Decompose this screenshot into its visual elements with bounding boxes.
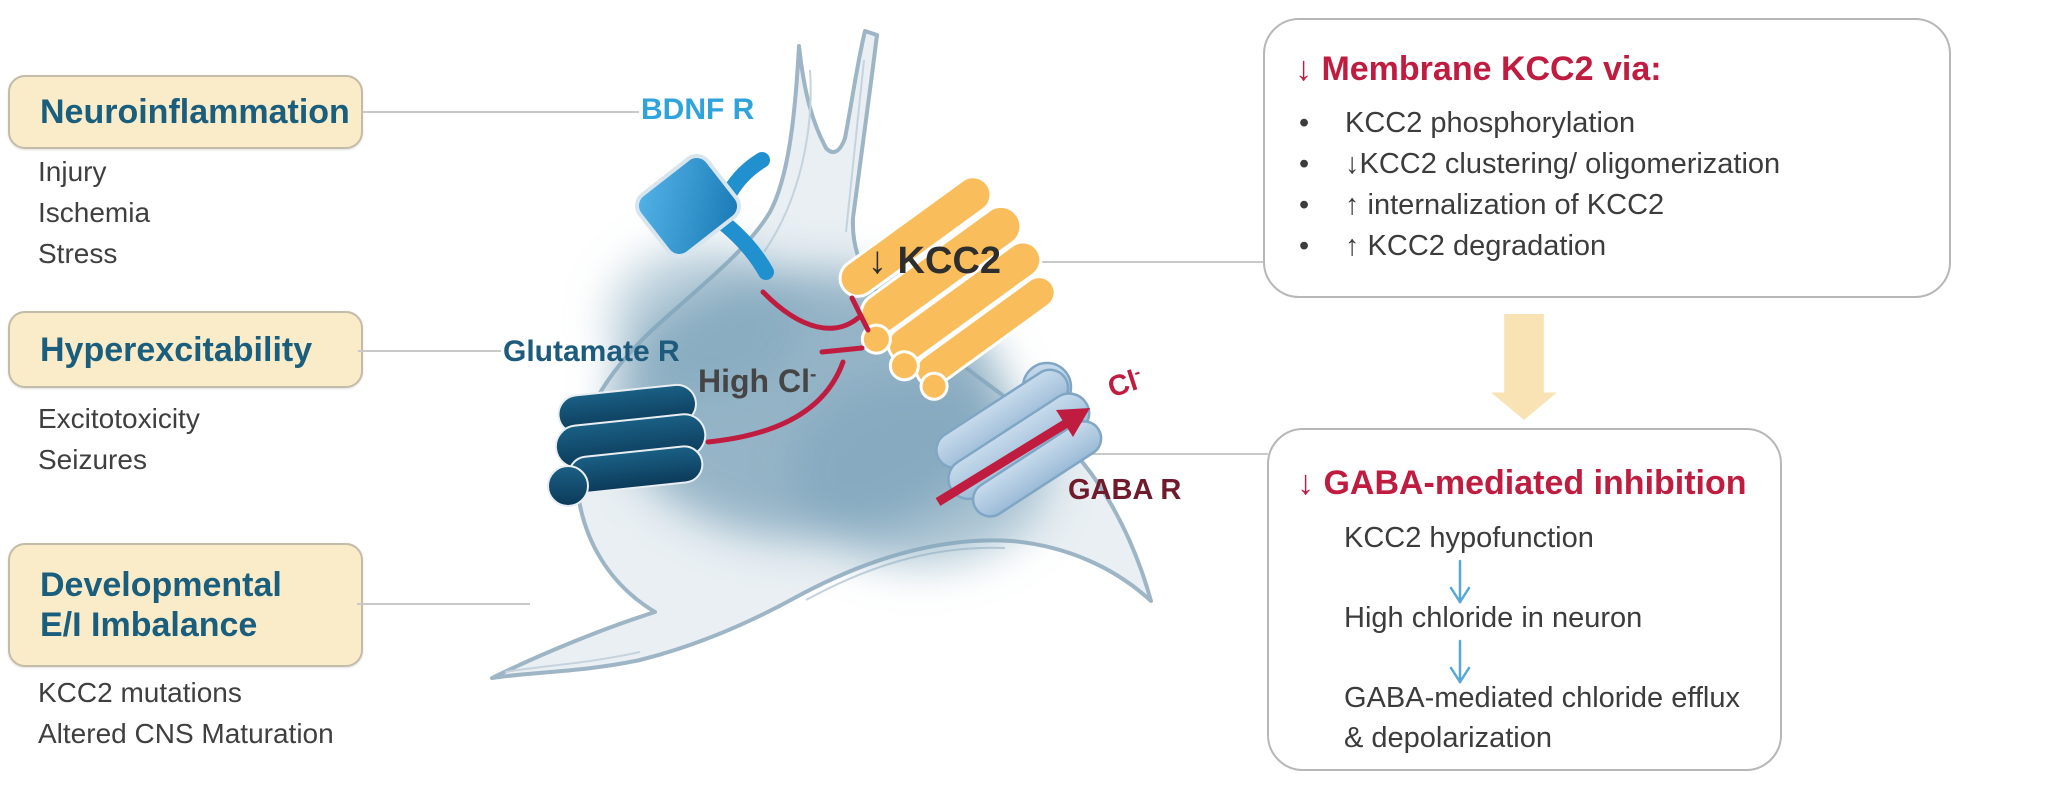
- developmental-imbalance-title-line1: Developmental: [40, 566, 282, 604]
- step-chloride-efflux: GABA-mediated chloride efflux & depolari…: [1344, 682, 1741, 754]
- bullet-item: • ↑ internalization of KCC2: [1299, 189, 1665, 221]
- list-item: Injury: [38, 156, 107, 187]
- bullet-icon: •: [1299, 230, 1310, 262]
- gaba-inhibition-box: ↓ GABA-mediated inhibition KCC2 hypofunc…: [1267, 428, 1782, 771]
- glutamate-r-label: Glutamate R: [503, 335, 680, 368]
- neuron-illustration: [490, 29, 1153, 680]
- list-item: Altered CNS Maturation: [38, 718, 334, 749]
- bullet-item: • KCC2 phosphorylation: [1299, 107, 1636, 139]
- membrane-kcc2-title: ↓ Membrane KCC2 via:: [1295, 50, 1662, 88]
- connector-kcc2-membrane-box: [1026, 261, 1264, 263]
- down-block-arrow-icon: [1491, 314, 1557, 420]
- hyperexcitability-box: Hyperexcitability: [8, 311, 363, 388]
- bullet-item: • ↑ KCC2 degradation: [1299, 230, 1607, 262]
- glutamate-receptor-icon: [547, 383, 707, 507]
- developmental-imbalance-list: KCC2 mutations Altered CNS Maturation: [38, 672, 334, 754]
- step-kcc2-hypofunction: KCC2 hypofunction: [1344, 522, 1594, 554]
- down-arrow-icon: [1449, 559, 1471, 604]
- connector-developmental-neuron: [357, 603, 530, 605]
- connector-neuroinflammation-bdnf: [363, 111, 639, 113]
- list-item: Seizures: [38, 444, 147, 475]
- bullet-icon: •: [1299, 189, 1310, 221]
- neuroinflammation-box: Neuroinflammation: [8, 75, 363, 149]
- hyperexcitability-list: Excitotoxicity Seizures: [38, 398, 200, 480]
- neuroinflammation-title: Neuroinflammation: [40, 93, 350, 131]
- bullet-icon: •: [1299, 148, 1310, 180]
- list-item: KCC2 mutations: [38, 677, 242, 708]
- high-cl-label: High Cl-: [698, 363, 817, 399]
- list-item: Ischemia: [38, 197, 151, 228]
- membrane-kcc2-box: ↓ Membrane KCC2 via: • KCC2 phosphorylat…: [1263, 18, 1951, 298]
- step-high-chloride: High chloride in neuron: [1344, 602, 1643, 634]
- bdnf-r-label: BDNF R: [641, 93, 755, 126]
- gaba-inhibition-title: ↓ GABA-mediated inhibition: [1297, 464, 1747, 502]
- connector-hyperexcitability-glutamate: [358, 350, 501, 352]
- connector-gabar-gaba-box: [1086, 453, 1268, 455]
- inhibition-arrows: [705, 289, 871, 445]
- neuroinflammation-list: Injury Ischemia Stress: [38, 151, 150, 274]
- developmental-imbalance-title-line2: E/I Imbalance: [40, 606, 258, 644]
- bdnf-receptor-icon: [634, 152, 774, 280]
- kcc2-label: ↓ KCC2: [868, 240, 1002, 282]
- gaba-r-label: GABA R: [1068, 474, 1182, 506]
- bullet-icon: •: [1299, 107, 1310, 139]
- list-item: Stress: [38, 238, 118, 269]
- down-arrow-icon: [1449, 639, 1471, 684]
- hyperexcitability-title: Hyperexcitability: [40, 330, 313, 369]
- kcc2-transporter-icon: [838, 175, 1057, 401]
- list-item: Excitotoxicity: [38, 403, 200, 434]
- bullet-item: • ↓KCC2 clustering/ oligomerization: [1299, 148, 1781, 180]
- chloride-efflux-arrow: [935, 408, 1090, 506]
- developmental-imbalance-box: Developmental E/I Imbalance: [8, 543, 363, 667]
